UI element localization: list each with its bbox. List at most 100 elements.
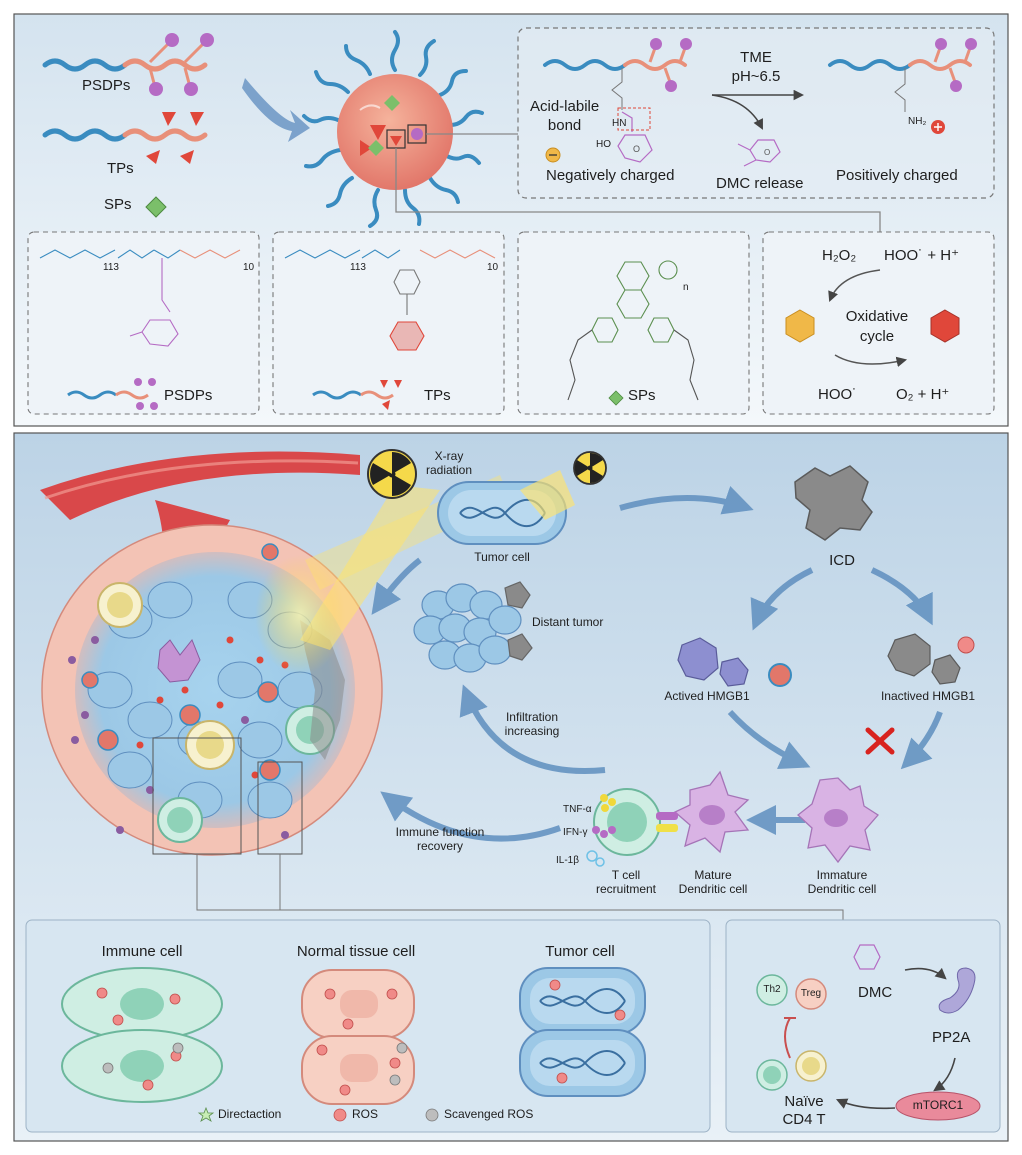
legend-ros-icon: [333, 1108, 347, 1122]
ho-label: HO: [596, 139, 611, 150]
oxidative-cycle-box: [762, 231, 995, 415]
inhibition-arrow: [784, 1017, 791, 1059]
ifn-gamma-label: IFN-γ: [563, 827, 588, 838]
psdps-structure-box: [27, 231, 260, 415]
mature-dendritic-cell-label: Mature Dendritic cell: [678, 868, 748, 897]
inactived-hmgb1-label: Inactived HMGB1: [880, 689, 976, 703]
treg-label: Treg: [800, 988, 822, 999]
subscript-10-psdps: 10: [243, 262, 255, 273]
sps-icon: [145, 196, 167, 218]
hn-label: HN: [612, 118, 627, 129]
legend-directaction-icon: [197, 1106, 215, 1122]
oxidative-cycle-label: Oxidative cycle: [845, 308, 909, 345]
radiation-icon-large: [367, 449, 417, 499]
distant-tumor-label: Distant tumor: [532, 615, 604, 629]
dmc-molecule: O: [737, 139, 781, 167]
hoo-h-label: HOO˙ + H⁺: [884, 247, 960, 264]
mature-dendritic-cell: [673, 770, 750, 854]
legend-scavenged-ros-icon: [425, 1108, 439, 1122]
pathway-arrows: [835, 967, 956, 1110]
h2o2-label: H₂O₂: [822, 247, 857, 264]
mtorc1-label: mTORC1: [912, 1098, 964, 1112]
immature-dendritic-cell-label: Immature Dendritic cell: [807, 868, 877, 897]
xray-radiation-label: X-ray radiation: [425, 449, 473, 478]
inset-tumor-cells: [519, 967, 646, 1097]
nh2-label: NH₂: [908, 116, 927, 127]
t-cell-recruitment-label: T cell recruitment: [595, 868, 657, 897]
nanoparticle: [302, 30, 484, 228]
oxidative-cycle-diagram: [785, 269, 960, 367]
psdps-polymer-icon: [42, 33, 214, 96]
radiation-icon-small: [573, 451, 607, 485]
inset-tumor-cell-label: Tumor cell: [545, 943, 615, 960]
legend-ros-label: ROS: [352, 1107, 379, 1121]
pp2a-protein: [938, 967, 976, 1014]
psdps-structure-left: O: [543, 38, 692, 163]
immune-cell-label: Immune cell: [101, 943, 183, 960]
subscript-n-sps: n: [683, 282, 689, 293]
dmc-release-label: DMC release: [716, 175, 804, 192]
tps-chemical-structure: [284, 249, 496, 351]
blocked-x-icon: [865, 727, 895, 755]
sps-structure-box: [517, 231, 750, 415]
tumor-cell-top: [437, 470, 575, 545]
actived-hmgb1-label: Actived HMGB1: [664, 689, 750, 703]
subscript-10-tps: 10: [487, 262, 499, 273]
il-1beta-label: IL-1β: [556, 855, 579, 866]
sps-small-diamond: [608, 390, 624, 406]
dmc-label: DMC: [858, 984, 893, 1001]
inactived-hmgb1-graphic: [887, 633, 975, 685]
svg-text:O: O: [633, 144, 640, 154]
legend-scavenged-ros-label: Scavenged ROS: [444, 1107, 534, 1121]
infiltration-increasing-label: Infiltration increasing: [504, 710, 560, 739]
naive-cd4-cells: [756, 1050, 827, 1091]
negatively-charged-label: Negatively charged: [546, 167, 675, 184]
assembly-arrow: [242, 78, 310, 142]
legend-directaction-label: Directaction: [218, 1107, 282, 1121]
actived-hmgb1-graphic: [677, 637, 792, 687]
tme-label: TME: [740, 49, 772, 66]
icd-debris: [794, 465, 873, 541]
pp2a-label: PP2A: [932, 1029, 971, 1046]
tumor-cell-label: Tumor cell: [474, 550, 530, 564]
immune-function-recovery-label: Immune function recovery: [395, 825, 485, 854]
acid-labile-bond-label: Acid-labile bond: [530, 98, 600, 134]
tps-small-chain: [312, 380, 402, 410]
connector-line-tps: [395, 148, 881, 232]
dmc-release-arrow: [711, 94, 763, 130]
psdps-structure-right: [828, 38, 977, 112]
psdps-structure-label: PSDPs: [164, 387, 213, 404]
sps-chemical-structure: [567, 260, 699, 401]
distant-tumor: [413, 581, 533, 673]
mtorc1-pill: [895, 1091, 981, 1121]
psdps-chemical-structure: [39, 249, 241, 347]
hoo-label: HOO˙: [818, 386, 858, 403]
inset-normal-cells: [301, 969, 415, 1105]
dmc-structure-inset: [853, 944, 881, 970]
tps-label: TPs: [107, 160, 134, 177]
tps-polymer-icon: [42, 112, 208, 164]
tps-structure-box: [272, 231, 505, 415]
sps-structure-label: SPs: [628, 387, 656, 404]
inset-pathway-panel: [725, 919, 1001, 1133]
normal-tissue-cell-label: Normal tissue cell: [296, 943, 416, 960]
sps-label: SPs: [104, 196, 132, 213]
o2-h-label: O₂ + H⁺: [896, 386, 950, 403]
tps-structure-label: TPs: [424, 387, 451, 404]
subscript-113-psdps: 113: [103, 262, 119, 273]
inset-scavenged-particles: [102, 1042, 408, 1086]
tnf-alpha-label: TNF-α: [563, 804, 592, 815]
subscript-113-tps: 113: [350, 262, 366, 273]
icd-label: ICD: [829, 552, 855, 569]
positively-charged-label: Positively charged: [836, 167, 958, 184]
th2-cell: [756, 974, 788, 1006]
acid-labile-box: [517, 27, 995, 199]
th2-label: Th2: [763, 984, 781, 995]
psdps-label: PSDPs: [82, 77, 131, 94]
cytokines: [586, 794, 616, 867]
ph-label: pH~6.5: [731, 68, 781, 85]
treg-cell: [795, 978, 827, 1010]
psdps-small-chain: [67, 378, 158, 410]
svg-text:O: O: [764, 148, 770, 157]
